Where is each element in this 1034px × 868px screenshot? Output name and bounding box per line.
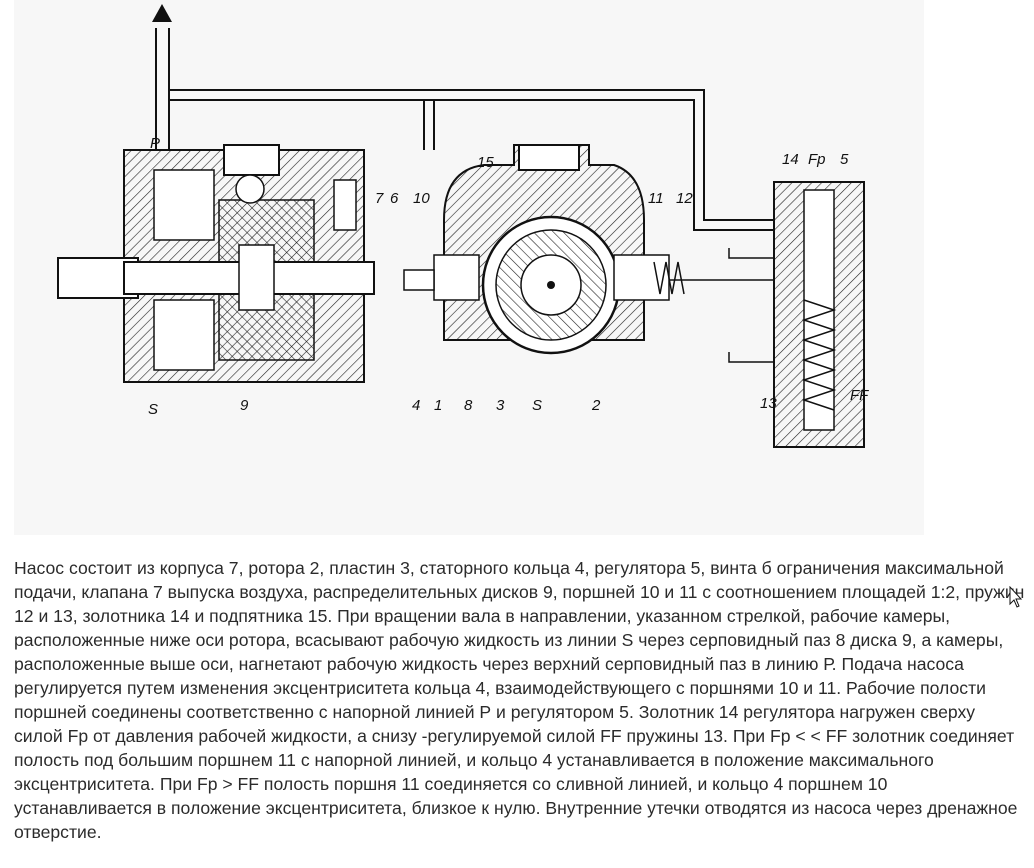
label-10: 10 [413,190,430,207]
label-3: 3 [496,397,505,414]
label-6: 6 [390,190,399,207]
label-4: 4 [412,397,420,414]
flow-arrow-icon [152,4,172,22]
pump-diagram-figure: P S S 9 7 6 10 15 11 12 4 1 8 3 2 14 Fp … [14,0,924,535]
label-13: 13 [760,395,777,412]
pump-cross-section [403,144,774,355]
regulator-section [728,181,865,448]
label-14: 14 [782,151,799,168]
label-15: 15 [477,154,494,171]
label-12: 12 [676,190,693,207]
label-8: 8 [464,397,473,414]
mouse-cursor-icon [1009,585,1023,613]
label-11: 11 [648,190,664,207]
label-port-s-mid: S [532,397,542,414]
label-5: 5 [840,151,849,168]
description-paragraph: Насос состоит из корпуса 7, ротора 2, пл… [14,558,1025,842]
label-9: 9 [240,397,249,414]
label-1: 1 [434,397,442,414]
pump-longitudinal-section [57,144,375,383]
label-fp: Fp [808,151,826,168]
label-port-p: P [150,135,160,152]
pressure-line [155,28,774,231]
label-ff: FF [850,387,869,404]
label-7: 7 [375,190,384,207]
label-2: 2 [591,397,601,414]
label-port-s-left: S [148,401,158,418]
